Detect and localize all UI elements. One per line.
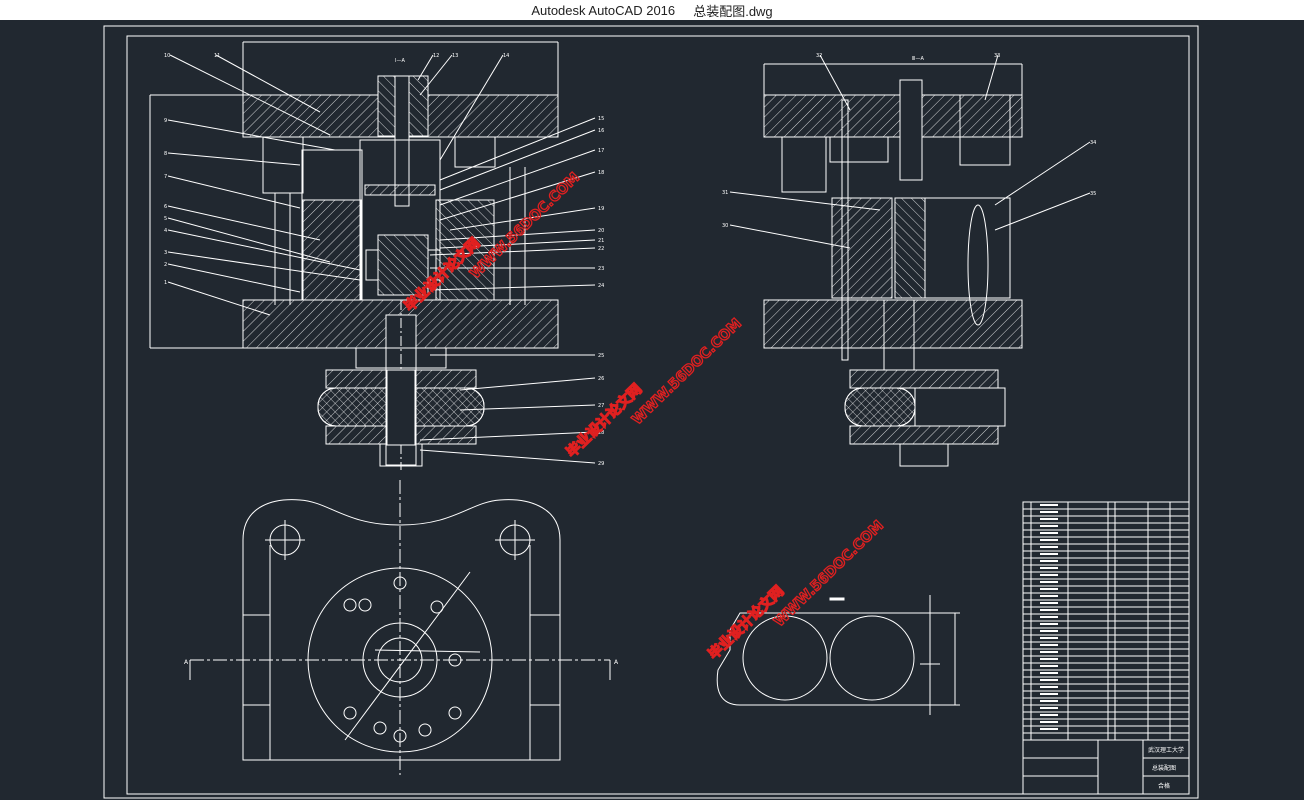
part-number-label-22: 22: [598, 246, 604, 252]
file-name: 总装配图.dwg: [693, 3, 773, 19]
part-number-label-16: 16: [598, 128, 604, 134]
app-title: Autodesk AutoCAD 2016: [531, 2, 676, 18]
part-number-label-side-30: 30: [722, 223, 728, 229]
plan-view: [189, 480, 611, 775]
section-mark-right: A: [614, 659, 619, 666]
part-number-label-17: 17: [598, 148, 604, 154]
sheet-inner-border: [126, 35, 1190, 795]
title-block-drawing-name: 总装配图: [1152, 764, 1176, 772]
part-number-label-24: 24: [598, 283, 604, 289]
part-number-label-27: 27: [598, 403, 604, 409]
part-number-label-19: 19: [598, 206, 604, 212]
part-number-label-29: 29: [598, 461, 604, 467]
section-mark-left: A: [184, 659, 189, 666]
part-number-label-11: 11: [214, 53, 220, 59]
part-number-label-side-33: 33: [994, 53, 1000, 59]
watermark-2: 毕业设计论文网 WWW.56DOC.COM: [562, 315, 745, 461]
part-number-label-side-31: 31: [722, 190, 728, 196]
part-number-label-20: 20: [598, 228, 604, 234]
front-section-view: [149, 41, 596, 470]
part-number-label-15: 15: [598, 116, 604, 122]
part-number-label-13: 13: [452, 53, 458, 59]
window-title-bar: Autodesk AutoCAD 2016 总装配图.dwg: [0, 0, 1304, 20]
part-number-label-8: 8: [164, 151, 167, 157]
title-block: [1022, 739, 1190, 795]
part-number-label-6: 6: [164, 204, 167, 210]
part-number-label-1: 1: [164, 280, 167, 286]
part-number-label-7: 7: [164, 174, 167, 180]
part-number-label-23: 23: [598, 266, 604, 272]
title-block-note: 合格: [1158, 782, 1170, 790]
part-number-label-side-34: 34: [1090, 140, 1096, 146]
part-number-label-28: 28: [598, 430, 604, 436]
part-number-label-4: 4: [164, 228, 167, 234]
title-block-school: 武汉理工大学: [1148, 746, 1184, 754]
part-number-label-side-35: 35: [1090, 191, 1096, 197]
section-label-right: Ⅲ—A: [912, 56, 924, 62]
part-number-label-18: 18: [598, 170, 604, 176]
side-section-view: [729, 54, 1091, 467]
part-number-label-26: 26: [598, 376, 604, 382]
watermark-2-url: WWW.56DOC.COM: [629, 316, 745, 428]
part-number-label-10: 10: [164, 53, 170, 59]
part-number-label-12: 12: [433, 53, 439, 59]
part-number-label-2: 2: [164, 262, 167, 268]
part-number-label-9: 9: [164, 118, 167, 124]
part-number-label-3: 3: [164, 250, 167, 256]
part-number-label-14: 14: [503, 53, 509, 59]
watermark-3: 毕业设计论文网 WWW.56DOC.COM: [704, 517, 887, 663]
part-number-label-25: 25: [598, 353, 604, 359]
drawing-canvas[interactable]: I—A Ⅲ—A 武汉理工大学 总装配图 合格 A A 1011121314987…: [0, 20, 1304, 800]
parts-list-table: [1022, 501, 1190, 741]
part-number-label-5: 5: [164, 216, 167, 222]
part-number-label-side-32: 32: [816, 53, 822, 59]
section-label-left: I—A: [395, 58, 405, 64]
strip-layout-view: [716, 595, 960, 715]
part-number-label-21: 21: [598, 238, 604, 244]
sheet-outer-border: [103, 25, 1199, 799]
